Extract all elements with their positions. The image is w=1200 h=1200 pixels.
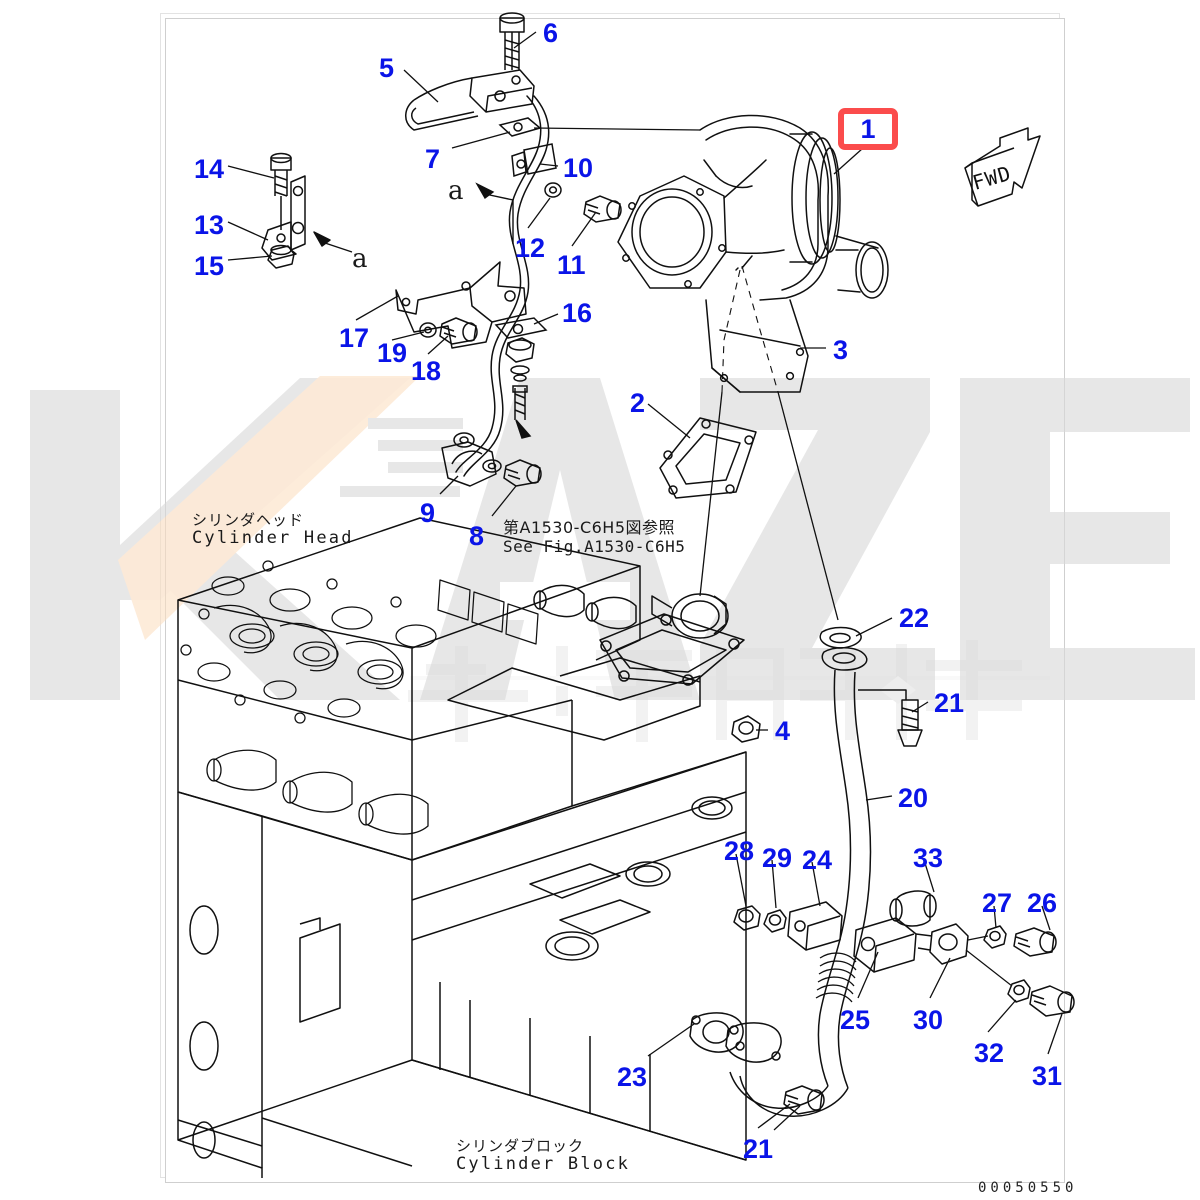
figure-reference-en: See Fig.A1530-C6H5 xyxy=(503,537,686,557)
figure-reference-note: 第A1530-C6H5図参照 See Fig.A1530-C6H5 xyxy=(503,518,685,556)
callout-9[interactable]: 9 xyxy=(420,498,436,528)
callout-17[interactable]: 17 xyxy=(339,323,370,353)
callout-13[interactable]: 13 xyxy=(194,210,225,240)
callout-32[interactable]: 32 xyxy=(974,1038,1005,1068)
callout-26[interactable]: 26 xyxy=(1027,888,1058,918)
callout-11[interactable]: 11 xyxy=(557,250,586,280)
detail-mark-a-pipe: a xyxy=(448,176,464,206)
fwd-text: FWD xyxy=(970,161,1014,195)
callout-24[interactable]: 24 xyxy=(802,845,833,875)
cylinder-head-label: シリンダヘッド Cylinder Head xyxy=(192,512,354,548)
callout-8[interactable]: 8 xyxy=(469,521,485,551)
callout-14[interactable]: 14 xyxy=(194,154,225,184)
cylinder-head-label-jp: シリンダヘッド xyxy=(192,511,305,529)
callout-6[interactable]: 6 xyxy=(543,18,559,48)
callout-15[interactable]: 15 xyxy=(194,251,225,281)
callout-27[interactable]: 27 xyxy=(982,888,1013,918)
callout-3[interactable]: 3 xyxy=(833,335,849,365)
callout-25[interactable]: 25 xyxy=(840,1005,871,1035)
callout-29[interactable]: 29 xyxy=(762,843,793,873)
callout-20[interactable]: 20 xyxy=(898,783,929,813)
callout-7[interactable]: 7 xyxy=(425,144,441,174)
callout-18[interactable]: 18 xyxy=(411,356,442,386)
callout-30[interactable]: 30 xyxy=(913,1005,944,1035)
callout-21[interactable]: 21 xyxy=(934,688,965,718)
callout-19[interactable]: 19 xyxy=(377,338,408,368)
footer-drawing-number: 00050550 xyxy=(978,1180,1078,1196)
callout-2[interactable]: 2 xyxy=(630,388,646,418)
callout-22[interactable]: 22 xyxy=(899,603,930,633)
highlighted-part-box[interactable]: 1 xyxy=(838,108,898,150)
callout-21-lower[interactable]: 21 xyxy=(743,1134,774,1164)
figure-reference-jp: 第A1530-C6H5図参照 xyxy=(503,518,676,537)
callout-5[interactable]: 5 xyxy=(379,53,395,83)
callout-23[interactable]: 23 xyxy=(617,1062,648,1092)
cylinder-block-label: シリンダブロック Cylinder Block xyxy=(456,1138,630,1174)
callout-1[interactable]: 1 xyxy=(860,113,876,144)
cylinder-block-label-en: Cylinder Block xyxy=(456,1153,631,1174)
callout-12[interactable]: 12 xyxy=(515,233,546,263)
callout-16[interactable]: 16 xyxy=(562,298,593,328)
cylinder-block-label-jp: シリンダブロック xyxy=(456,1137,585,1155)
detail-mark-a-bracket: a xyxy=(352,244,368,274)
callout-28[interactable]: 28 xyxy=(724,836,755,866)
callout-31[interactable]: 31 xyxy=(1032,1061,1063,1091)
callout-33[interactable]: 33 xyxy=(913,843,944,873)
cylinder-head-label-en: Cylinder Head xyxy=(192,527,354,548)
callout-4[interactable]: 4 xyxy=(775,716,791,746)
callout-10[interactable]: 10 xyxy=(563,153,594,183)
